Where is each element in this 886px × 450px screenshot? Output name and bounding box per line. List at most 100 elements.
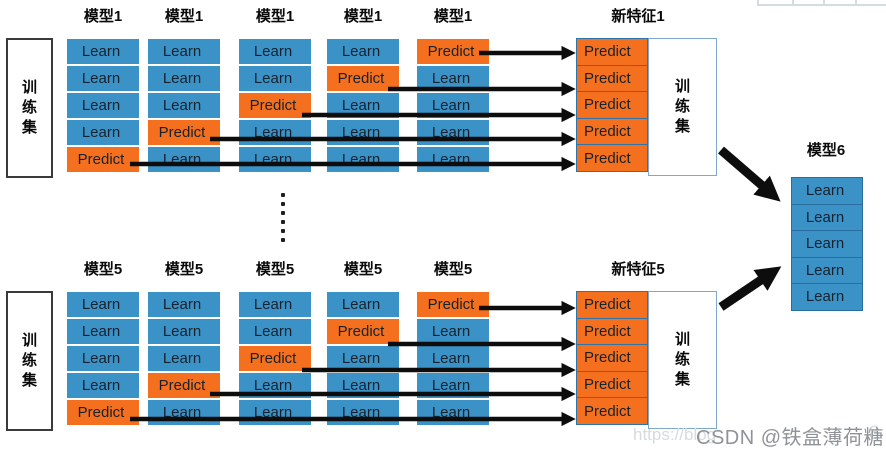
predict-cell: Predict <box>577 292 647 318</box>
fold-cell: Predict <box>67 146 139 173</box>
model-header: 模型1 <box>164 8 204 25</box>
fold-cell: Learn <box>148 318 220 345</box>
fold-cell: Learn <box>417 92 489 119</box>
fold-cell: Learn <box>239 372 311 399</box>
model-header: 模型5 <box>255 261 295 278</box>
train-set-box-bottom-right: 训练集 <box>648 291 717 429</box>
new-feature-header: 新特征5 <box>611 261 665 278</box>
new-feature-header: 新特征1 <box>611 8 665 25</box>
model-header: 模型5 <box>83 261 123 278</box>
fold-cells: Learn Learn Learn Predict Learn <box>148 292 220 426</box>
meta-model-column: Learn Learn Learn Learn Learn <box>791 177 863 311</box>
fold-cell: Learn <box>327 92 399 119</box>
model-column: 模型5 Predict Learn Learn Learn Learn <box>417 261 489 426</box>
model-header: 模型1 <box>83 8 123 25</box>
model-header: 模型1 <box>343 8 383 25</box>
fold-cell: Learn <box>417 119 489 146</box>
dot <box>281 220 285 224</box>
fold-cell: Learn <box>239 399 311 426</box>
fold-cells: Learn Learn Predict Learn Learn <box>239 39 311 173</box>
fold-cell: Learn <box>67 39 139 65</box>
cropped-table-remnant <box>757 0 886 6</box>
predict-cell: Predict <box>577 65 647 92</box>
fold-cell: Predict <box>327 318 399 345</box>
meta-model-header: 模型6 <box>806 142 846 159</box>
fold-cell: Learn <box>148 92 220 119</box>
fold-cell: Learn <box>327 399 399 426</box>
fold-cell: Learn <box>327 39 399 65</box>
train-set-box-bottom-left: 训练集 <box>6 291 53 431</box>
fold-cell: Predict <box>417 39 489 65</box>
learn-cell: Learn <box>792 204 862 230</box>
model-column: 模型5 Learn Learn Learn Predict Learn <box>148 261 220 426</box>
fold-cell: Learn <box>148 292 220 318</box>
fold-cell: Learn <box>67 92 139 119</box>
fold-cells: Learn Predict Learn Learn Learn <box>327 39 399 173</box>
fold-cell: Learn <box>148 146 220 173</box>
model-header: 模型1 <box>255 8 295 25</box>
fold-cell: Learn <box>327 146 399 173</box>
fold-cell: Learn <box>148 65 220 92</box>
fold-cell: Predict <box>327 65 399 92</box>
train-set-label: 训练集 <box>674 77 690 136</box>
fold-cells: Learn Learn Learn Learn Predict <box>67 39 139 173</box>
watermark-text: CSDN @铁盒薄荷糖 <box>696 427 885 449</box>
fold-cell: Predict <box>239 92 311 119</box>
predict-cell: Predict <box>577 118 647 145</box>
fold-cell: Learn <box>239 318 311 345</box>
dot <box>281 238 285 242</box>
fold-cells: Predict Learn Learn Learn Learn <box>417 39 489 173</box>
model-column: 模型1 Learn Learn Learn Learn Predict <box>67 8 139 173</box>
predict-cell: Predict <box>577 92 647 118</box>
fold-cell: Learn <box>327 292 399 318</box>
model-header: 模型1 <box>433 8 473 25</box>
fold-cell: Learn <box>417 65 489 92</box>
fold-cell: Learn <box>239 65 311 92</box>
dot <box>281 211 285 215</box>
fold-cell: Learn <box>67 345 139 372</box>
model-column: 模型1 Learn Predict Learn Learn Learn <box>327 8 399 173</box>
predict-cell: Predict <box>577 318 647 345</box>
fold-cell: Learn <box>148 399 220 426</box>
learn-cell: Learn <box>792 284 862 310</box>
predict-cell: Predict <box>577 371 647 398</box>
predict-cell: Predict <box>577 345 647 371</box>
fold-cell: Learn <box>148 345 220 372</box>
model-header: 模型5 <box>343 261 383 278</box>
fold-cell: Learn <box>417 399 489 426</box>
fold-cell: Learn <box>417 146 489 173</box>
fold-cell: Predict <box>148 372 220 399</box>
dot <box>281 202 285 206</box>
model-header: 模型5 <box>433 261 473 278</box>
predict-cell: Predict <box>577 398 647 424</box>
fold-cell: Learn <box>67 372 139 399</box>
fold-cell: Learn <box>67 292 139 318</box>
fold-cells: Learn Predict Learn Learn Learn <box>327 292 399 426</box>
fold-cell: Learn <box>67 65 139 92</box>
fold-cell: Learn <box>239 119 311 146</box>
model-column: 模型1 Learn Learn Learn Predict Learn <box>148 8 220 173</box>
train-set-label: 训练集 <box>674 330 690 389</box>
train-to-meta-arrow <box>718 266 782 311</box>
train-set-box-top-left: 训练集 <box>6 38 53 178</box>
fold-cell: Predict <box>417 292 489 318</box>
fold-cells: Learn Learn Learn Predict Learn <box>148 39 220 173</box>
train-set-box-top-right: 训练集 <box>648 38 717 176</box>
remnant-tick <box>792 0 794 4</box>
model-column: 模型5 Learn Learn Learn Learn Predict <box>67 261 139 426</box>
new-feature-column: Predict Predict Predict Predict Predict <box>576 38 648 172</box>
fold-cells: Predict Learn Learn Learn Learn <box>417 292 489 426</box>
dot <box>281 229 285 233</box>
fold-cell: Learn <box>327 345 399 372</box>
train-set-label: 训练集 <box>21 78 37 137</box>
train-set-label: 训练集 <box>21 331 37 390</box>
learn-cell: Learn <box>792 178 862 204</box>
fold-cell: Learn <box>417 345 489 372</box>
fold-cell: Learn <box>417 318 489 345</box>
watermark-faint-suffix: 8 <box>869 423 880 444</box>
new-feature-column: Predict Predict Predict Predict Predict <box>576 291 648 425</box>
fold-cell: Predict <box>239 345 311 372</box>
fold-cells: Learn Learn Learn Learn Predict <box>67 292 139 426</box>
fold-cell: Learn <box>67 318 139 345</box>
model-column: 模型1 Predict Learn Learn Learn Learn <box>417 8 489 173</box>
